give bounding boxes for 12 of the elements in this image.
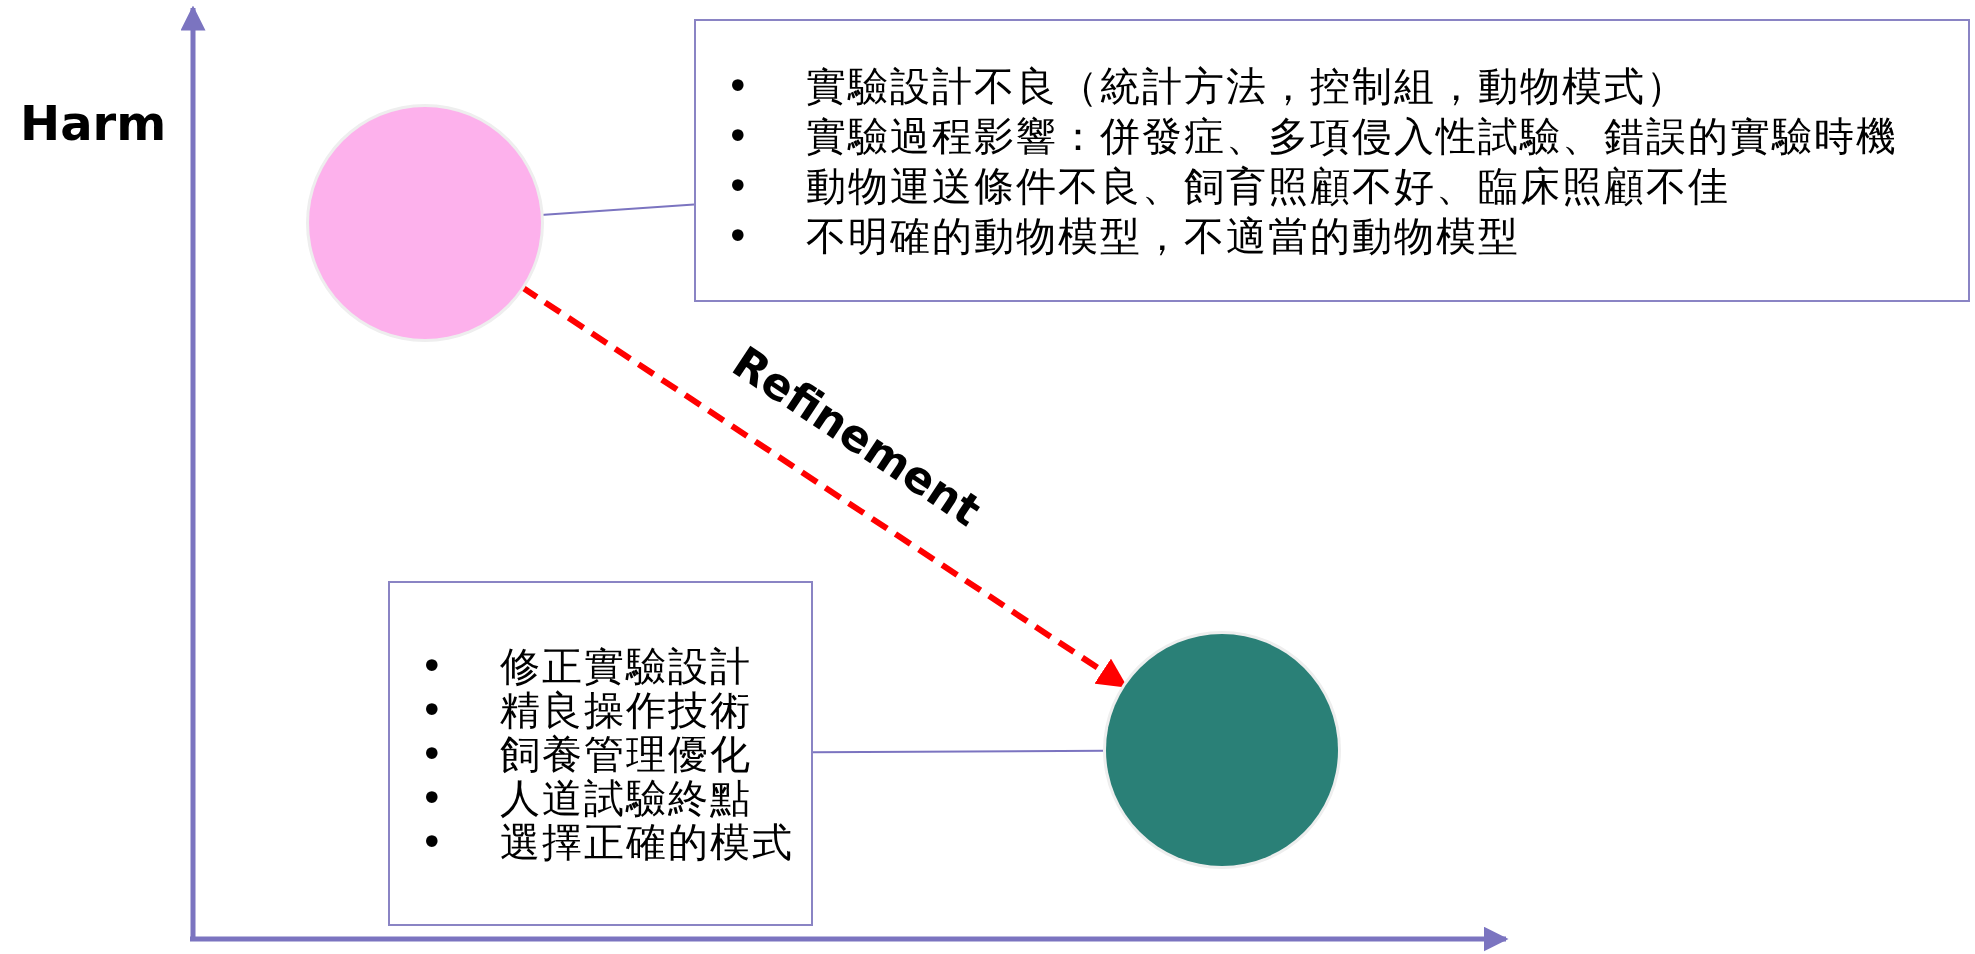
axis-label: Harm [20,95,167,151]
list-item: • 實驗過程影響：併發症、多項侵入性試驗、錯誤的實驗時機 [726,111,1899,161]
list-item: • 動物運送條件不良、飼育照顧不好、臨床照顧不佳 [726,161,1732,211]
list-item: • 修正實驗設計 [420,643,754,688]
list-item: • 人道試驗終點 [420,775,754,820]
text-box [694,19,1970,302]
list-item: • 選擇正確的模式 [420,819,795,864]
text-box [388,581,813,926]
list-item: • 精良操作技術 [420,687,754,732]
list-item: • 不明確的動物模型，不適當的動物模型 [726,211,1522,261]
list-item: • 實驗設計不良（統計方法，控制組，動物模式） [726,61,1690,111]
list-item: • 飼養管理優化 [420,731,754,776]
